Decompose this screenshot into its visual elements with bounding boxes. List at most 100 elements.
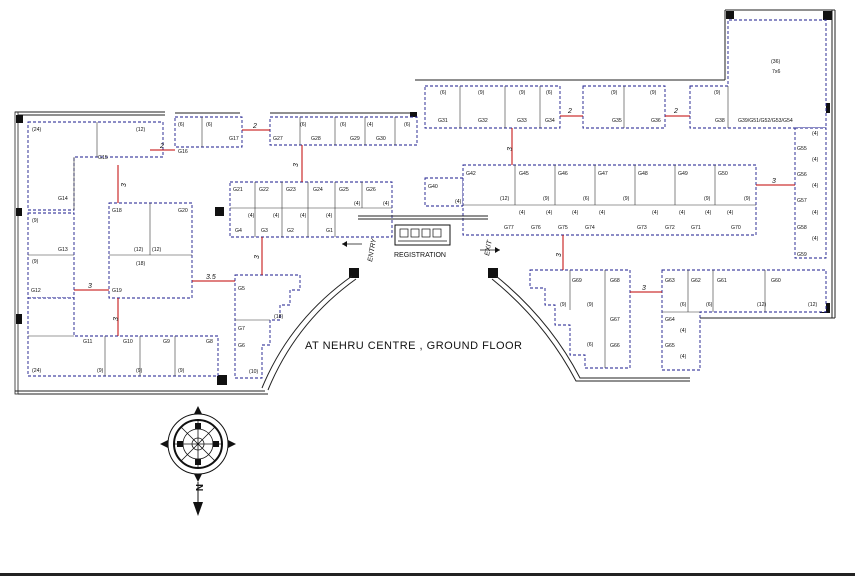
stall-g26: G26: [366, 187, 376, 193]
count-4b: (4): [273, 213, 280, 219]
grid-7x6: 7x6: [772, 69, 780, 75]
count-4f: (4): [383, 201, 390, 207]
dist-g12-g19: 3: [88, 283, 92, 290]
block-g5-g7: [234, 274, 301, 379]
stall-g62: G62: [691, 278, 701, 284]
count-12b: (12): [134, 247, 143, 253]
count-10: (10): [249, 369, 258, 375]
dist-g17-g27: 2: [252, 123, 257, 130]
stall-g7: G7: [238, 326, 245, 332]
block-g38-g39: [689, 19, 827, 129]
dist-g68-g63: 3: [642, 285, 646, 292]
entrance-walls: [230, 215, 690, 395]
count-9i: (9): [650, 90, 657, 96]
count-6k: (6): [706, 302, 713, 308]
stall-g18: G18: [112, 208, 122, 214]
count-4w: (4): [680, 354, 687, 360]
stall-g4: G4: [235, 228, 242, 234]
registration-desk: [394, 224, 451, 246]
stall-g34: G34: [545, 118, 555, 124]
count-4u: (4): [812, 236, 819, 242]
stall-g57: G57: [797, 198, 807, 204]
stall-g12: G12: [31, 288, 41, 294]
stall-g50: G50: [718, 171, 728, 177]
stall-g27: G27: [273, 136, 283, 142]
stall-g59: G59: [797, 252, 807, 258]
stall-g70: G70: [731, 225, 741, 231]
stall-g61: G61: [717, 278, 727, 284]
block-g27-g30: [269, 116, 418, 146]
stall-g45: G45: [519, 171, 529, 177]
count-6f: (6): [440, 90, 447, 96]
stall-g58: G58: [797, 225, 807, 231]
stall-g14: G14: [58, 196, 68, 202]
stall-g69: G69: [572, 278, 582, 284]
count-6h: (6): [583, 196, 590, 202]
dist-g50-g56: 3: [772, 178, 776, 185]
count-4a: (4): [248, 213, 255, 219]
count-24: (24): [32, 127, 41, 133]
stall-g13: G13: [58, 247, 68, 253]
count-12f: (12): [808, 302, 817, 308]
stall-g46: G46: [558, 171, 568, 177]
count-9d: (9): [136, 368, 143, 374]
stall-g65: G65: [665, 343, 675, 349]
dist-g36-g38: 2: [673, 108, 678, 115]
count-24b: (24): [32, 368, 41, 374]
stall-g67: G67: [610, 317, 620, 323]
compass-north-label: N: [193, 484, 204, 491]
count-4h: (4): [455, 199, 462, 205]
count-9h: (9): [611, 90, 618, 96]
count-4q: (4): [812, 131, 819, 137]
dist-g28-g23: 3: [293, 163, 300, 167]
stall-g20: G20: [178, 208, 188, 214]
count-4t: (4): [812, 210, 819, 216]
count-9m: (9): [704, 196, 711, 202]
block-g55-g59: [794, 127, 827, 259]
block-g60-g65: [661, 269, 827, 371]
count-4v: (4): [680, 328, 687, 334]
dist-g15-g16: 2: [159, 143, 164, 150]
stall-g23: G23: [286, 187, 296, 193]
count-6: (6): [178, 122, 185, 128]
count-4i: (4): [519, 210, 526, 216]
count-4o: (4): [705, 210, 712, 216]
capacity-counts: (24) (12) (9) (9) (6) (6) (12) (12) (18)…: [32, 59, 819, 375]
stall-g36: G36: [651, 118, 661, 124]
stall-g11: G11: [83, 339, 93, 345]
count-36: (36): [771, 59, 780, 65]
count-9n: (9): [744, 196, 751, 202]
stall-g39: G39/G51/G52/G53/G54: [738, 118, 793, 124]
entry-arrow: [342, 241, 362, 247]
count-4d: (4): [326, 213, 333, 219]
distance-labels: 2 2 3 3 3 3 3.5 3 3 2 2 3 3 3: [88, 108, 776, 321]
dist-g34-g35: 2: [567, 108, 572, 115]
stall-g47: G47: [598, 171, 608, 177]
count-18b: (18): [274, 314, 283, 320]
count-12: (12): [136, 127, 145, 133]
block-left-bottom: [27, 297, 219, 377]
page-title: AT NEHRU CENTRE , GROUND FLOOR: [305, 340, 523, 352]
stall-g10: G10: [123, 339, 133, 345]
count-9e: (9): [178, 368, 185, 374]
count-6g: (6): [546, 90, 553, 96]
bottom-border: [0, 573, 855, 576]
count-9g: (9): [519, 90, 526, 96]
stall-g30: G30: [376, 136, 386, 142]
stall-g1: G1: [326, 228, 333, 234]
stall-g74: G74: [585, 225, 595, 231]
count-6c: (6): [300, 122, 307, 128]
stall-g42: G42: [466, 171, 476, 177]
count-12e: (12): [757, 302, 766, 308]
stall-g24: G24: [313, 187, 323, 193]
count-6d: (6): [340, 122, 347, 128]
entry-label: ENTRY: [367, 237, 378, 263]
stall-g22: G22: [259, 187, 269, 193]
count-9b: (9): [32, 259, 39, 265]
hall-walls: [14, 9, 836, 395]
stall-g19: G19: [112, 288, 122, 294]
count-4r: (4): [812, 157, 819, 163]
count-6b: (6): [206, 122, 213, 128]
count-9p: (9): [587, 302, 594, 308]
